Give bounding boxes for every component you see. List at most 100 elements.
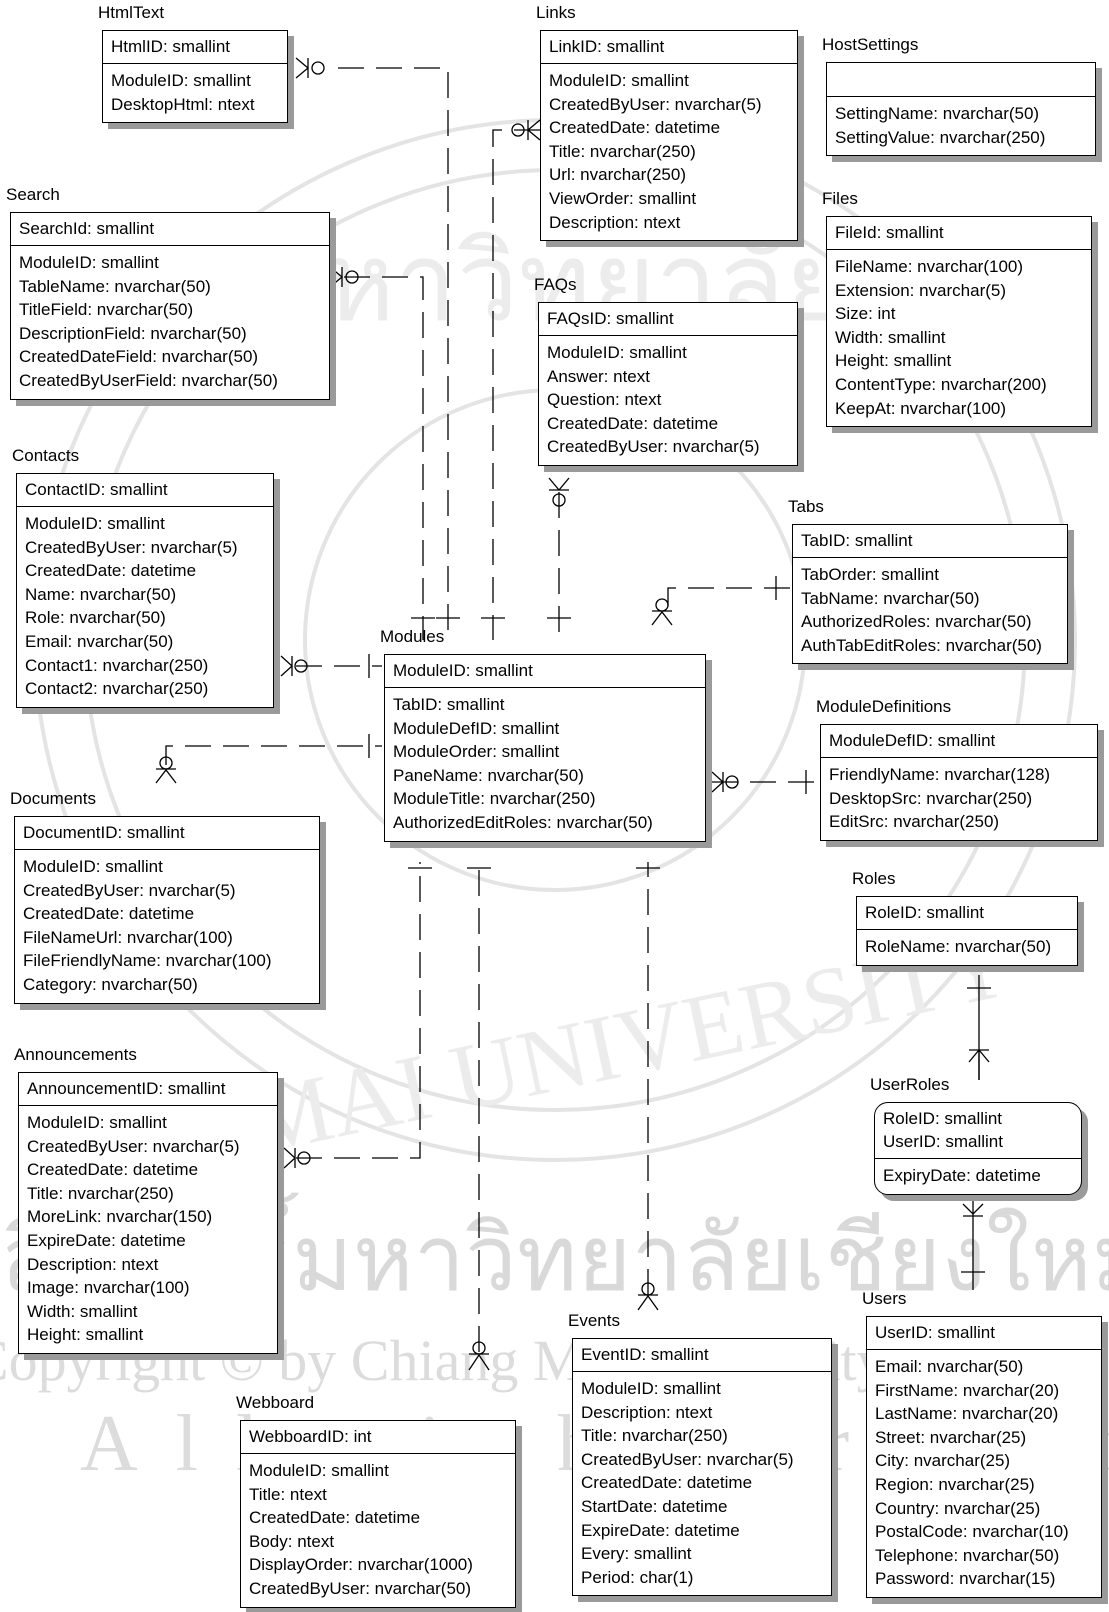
pk-field: FileId: smallint	[835, 223, 944, 242]
pk-field: LinkID: smallint	[549, 37, 665, 56]
entity-events: Events EventID: smallint ModuleID: small…	[568, 1311, 832, 1597]
attr-field: DescriptionField: nvarchar(50)	[19, 323, 247, 343]
attr-field: Description: ntext	[581, 1402, 713, 1422]
pk-field: TabID: smallint	[801, 531, 913, 550]
attr-field: Height: smallint	[27, 1325, 144, 1345]
pk-field: UserID: smallint	[875, 1323, 995, 1342]
attr-field: FileNameUrl: nvarchar(100)	[23, 927, 233, 947]
link-tabs-modules	[667, 587, 790, 610]
attr-field: CreatedDate: datetime	[549, 118, 721, 138]
attr-field: TitleField: nvarchar(50)	[19, 300, 194, 320]
attr-field: ModuleDefID: smallint	[393, 718, 560, 738]
attr-field: Extension: nvarchar(5)	[835, 280, 1007, 300]
link-documents-modules	[165, 745, 382, 765]
optional-faqs	[552, 493, 566, 507]
attr-field: ModuleID: smallint	[581, 1379, 721, 1398]
pk-field: AnnouncementID: smallint	[27, 1079, 226, 1098]
optional-announcements	[297, 1151, 311, 1165]
attr-field: CreatedDate: datetime	[27, 1160, 199, 1180]
attr-field: CreatedByUser: nvarchar(5)	[547, 437, 760, 457]
entity-name: Webboard	[236, 1393, 315, 1412]
attr-field: AuthorizedRoles: nvarchar(50)	[801, 612, 1032, 632]
attr-field: CreatedByUser: nvarchar(5)	[549, 94, 762, 114]
attr-field: SettingValue: nvarchar(250)	[835, 127, 1046, 147]
attr-field: Region: nvarchar(25)	[875, 1474, 1035, 1494]
attr-field: Title: nvarchar(250)	[27, 1183, 174, 1203]
entity-modules: Modules ModuleID: smallint TabID: smalli…	[380, 627, 706, 842]
attr-field: ExpireDate: datetime	[581, 1520, 740, 1540]
link-search-modules	[344, 276, 424, 640]
entity-files: Files FileId: smallint FileName: nvarcha…	[822, 189, 1092, 428]
pk-field: UserID: smallint	[883, 1132, 1003, 1151]
attr-field: Street: nvarchar(25)	[875, 1427, 1027, 1447]
optional-search	[345, 270, 359, 284]
pk-field: ModuleID: smallint	[393, 661, 533, 680]
pk-field: RoleID: smallint	[865, 903, 985, 922]
attr-field: Description: ntext	[549, 212, 681, 232]
attr-field: ModuleID: smallint	[19, 253, 159, 272]
attr-field: CreatedDate: datetime	[547, 413, 719, 433]
crowfoot-faqs	[548, 477, 570, 492]
attr-field: Question: ntext	[547, 390, 662, 410]
attr-field: Email: nvarchar(50)	[25, 631, 174, 651]
entity-contacts: Contacts ContactID: smallint ModuleID: s…	[12, 446, 274, 708]
pk-field: SearchId: smallint	[19, 219, 155, 238]
pk-field: EventID: smallint	[581, 1345, 709, 1364]
attr-field: CreatedByUser: nvarchar(50)	[249, 1578, 472, 1598]
attr-field: Height: smallint	[835, 351, 952, 371]
entity-webboard: Webboard WebboardID: int ModuleID: small…	[236, 1393, 516, 1608]
attr-field: Url: nvarchar(250)	[549, 165, 686, 185]
optional-modules-moduledefinitions	[725, 775, 739, 789]
attr-field: TabID: smallint	[393, 695, 505, 714]
crowfoot-modules-moduledefinitions	[711, 771, 724, 793]
entity-name: FAQs	[534, 275, 577, 294]
entity-roles: Roles RoleID: smallint RoleName: nvarcha…	[852, 869, 1078, 966]
attr-field: Contact2: nvarchar(250)	[25, 679, 209, 699]
crowfoot-tabs-modules	[651, 610, 673, 626]
entity-search: Search SearchId: smallint ModuleID: smal…	[6, 185, 330, 400]
attr-field: Password: nvarchar(15)	[875, 1569, 1056, 1589]
attr-field: CreatedByUser: nvarchar(5)	[25, 537, 238, 557]
attr-field: TableName: nvarchar(50)	[19, 276, 211, 296]
attr-field: Body: ntext	[249, 1531, 335, 1551]
pk-field: RoleID: smallint	[883, 1109, 1003, 1128]
attr-field: RoleName: nvarchar(50)	[865, 937, 1052, 956]
attr-field: FileFriendlyName: nvarchar(100)	[23, 951, 272, 971]
attr-field: CreatedDate: datetime	[581, 1473, 753, 1493]
pk-field: FAQsID: smallint	[547, 309, 674, 328]
entity-htmltext: HtmlText HtmlID: smallint ModuleID: smal…	[98, 3, 288, 124]
pk-field: DocumentID: smallint	[23, 823, 185, 842]
entity-name: Documents	[10, 789, 96, 808]
entity-name: Tabs	[788, 497, 824, 516]
attr-field: FirstName: nvarchar(20)	[875, 1380, 1060, 1400]
attr-field: AuthTabEditRoles: nvarchar(50)	[801, 635, 1042, 655]
attr-field: Title: nvarchar(250)	[549, 141, 696, 161]
link-announcements-modules	[296, 862, 421, 1159]
attr-field: Role: nvarchar(50)	[25, 608, 166, 628]
attr-field: Email: nvarchar(50)	[875, 1357, 1024, 1376]
entity-faqs: FAQs FAQsID: smallint ModuleID: smallint…	[534, 275, 798, 466]
attr-field: ModuleOrder: smallint	[393, 742, 560, 762]
attr-field: Image: nvarchar(100)	[27, 1278, 190, 1298]
attr-field: Every: smallint	[581, 1544, 692, 1564]
entity-name: ModuleDefinitions	[816, 697, 952, 716]
attr-field: DesktopSrc: nvarchar(250)	[829, 788, 1033, 808]
attr-field: CreatedByUser: nvarchar(5)	[27, 1136, 240, 1156]
link-links-modules	[492, 129, 540, 640]
entity-name: Announcements	[14, 1045, 137, 1064]
entity-name: Roles	[852, 869, 896, 888]
attr-field: ModuleID: smallint	[27, 1113, 167, 1132]
attr-field: Title: ntext	[249, 1484, 327, 1504]
optional-links	[511, 123, 525, 137]
entity-announcements: Announcements AnnouncementID: smallint M…	[14, 1045, 278, 1354]
attr-field: TabOrder: smallint	[801, 565, 939, 584]
crowfoot-contacts	[280, 655, 293, 677]
crowfoot-documents	[155, 768, 177, 784]
attr-field: CreatedDate: datetime	[23, 904, 195, 924]
entity-tabs: Tabs TabID: smallint TabOrder: smallint …	[788, 497, 1068, 665]
attr-field: PaneName: nvarchar(50)	[393, 765, 584, 785]
attr-field: AuthorizedEditRoles: nvarchar(50)	[393, 812, 653, 832]
attr-field: Telephone: nvarchar(50)	[875, 1545, 1060, 1565]
attr-field: City: nvarchar(25)	[875, 1451, 1011, 1471]
